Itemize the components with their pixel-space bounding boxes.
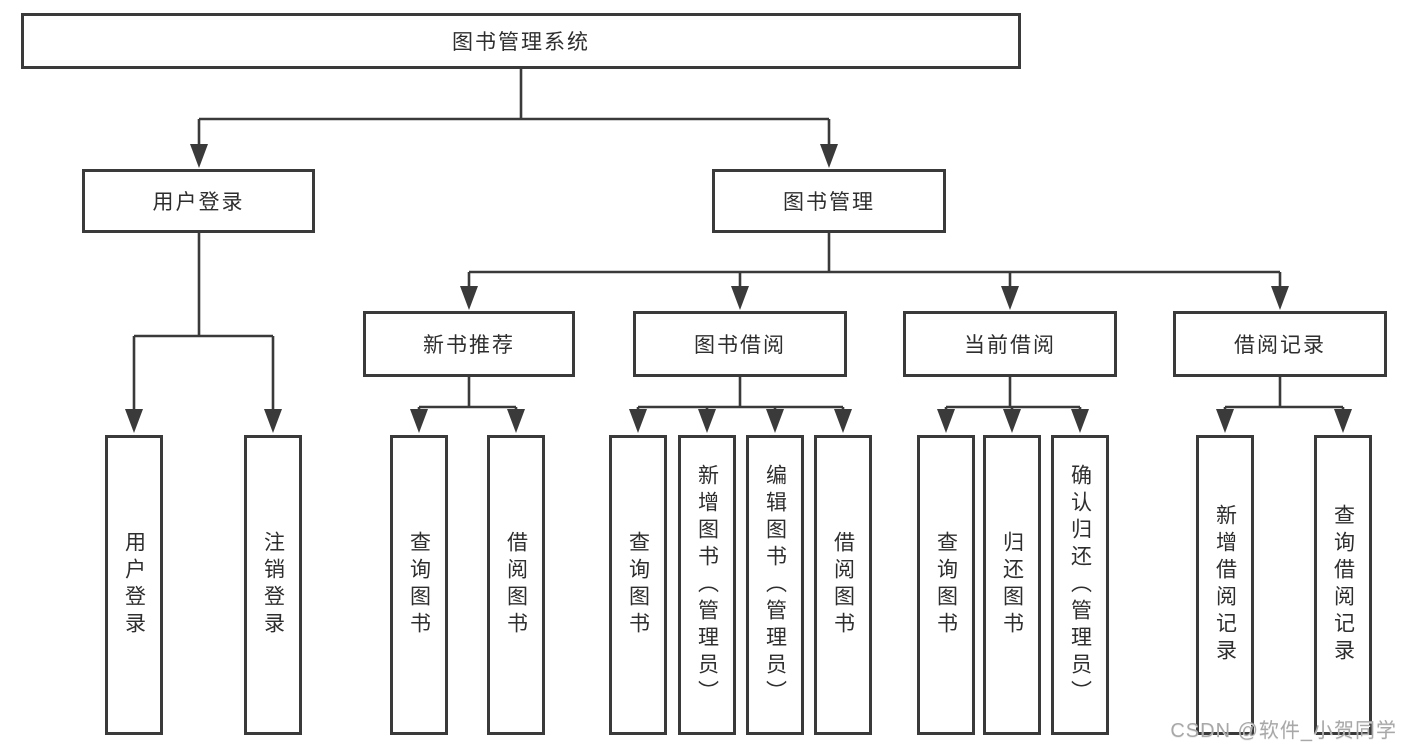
node-book-borrow-label: 图书借阅 [694,334,786,357]
node-current-borrow-label: 当前借阅 [964,334,1056,357]
leaf-add-book-admin-label: 新增图书（管理员） [695,463,719,707]
node-current-borrow: 当前借阅 [903,311,1117,377]
node-book-management-label: 图书管理 [783,191,875,214]
node-borrow-records: 借阅记录 [1173,311,1387,377]
node-book-management: 图书管理 [712,169,946,233]
leaf-add-borrow-record: 新增借阅记录 [1196,435,1254,735]
leaf-edit-book-admin-label: 编辑图书（管理员） [763,463,787,707]
node-book-borrow: 图书借阅 [633,311,847,377]
leaf-user-login: 用户登录 [105,435,163,735]
leaf-edit-book-admin: 编辑图书（管理员） [746,435,804,735]
leaf-query-books-recommend: 查询图书 [390,435,448,735]
leaf-user-login-label: 用户登录 [122,531,146,639]
leaf-borrow-books-recommend-label: 借阅图书 [504,531,528,639]
leaf-add-borrow-record-label: 新增借阅记录 [1213,504,1237,666]
leaf-query-borrow-record-label: 查询借阅记录 [1331,504,1355,666]
leaf-return-books-label: 归还图书 [1000,531,1024,639]
leaf-query-books-current: 查询图书 [917,435,975,735]
arrowheads [125,144,1352,433]
node-new-book-recommend: 新书推荐 [363,311,575,377]
leaf-add-book-admin: 新增图书（管理员） [678,435,736,735]
leaf-query-borrow-record: 查询借阅记录 [1314,435,1372,735]
leaf-confirm-return-admin-label: 确认归还（管理员） [1068,463,1092,707]
leaf-borrow-books-recommend: 借阅图书 [487,435,545,735]
node-root: 图书管理系统 [21,13,1021,69]
leaf-logout-label: 注销登录 [261,531,285,639]
leaf-query-books-current-label: 查询图书 [934,531,958,639]
leaf-query-books-borrow: 查询图书 [609,435,667,735]
leaf-borrow-books: 借阅图书 [814,435,872,735]
node-user-login: 用户登录 [82,169,315,233]
node-user-login-label: 用户登录 [152,191,245,214]
leaf-query-books-recommend-label: 查询图书 [407,531,431,639]
node-root-label: 图书管理系统 [452,31,590,54]
leaf-borrow-books-label: 借阅图书 [831,531,855,639]
csdn-watermark: CSDN @软件_小贺同学 [1170,720,1397,742]
node-borrow-records-label: 借阅记录 [1234,334,1326,357]
leaf-query-books-borrow-label: 查询图书 [626,531,650,639]
connector-paths [132,69,1345,412]
leaf-confirm-return-admin: 确认归还（管理员） [1051,435,1109,735]
node-new-book-recommend-label: 新书推荐 [423,334,515,357]
leaf-logout: 注销登录 [244,435,302,735]
leaf-return-books: 归还图书 [983,435,1041,735]
